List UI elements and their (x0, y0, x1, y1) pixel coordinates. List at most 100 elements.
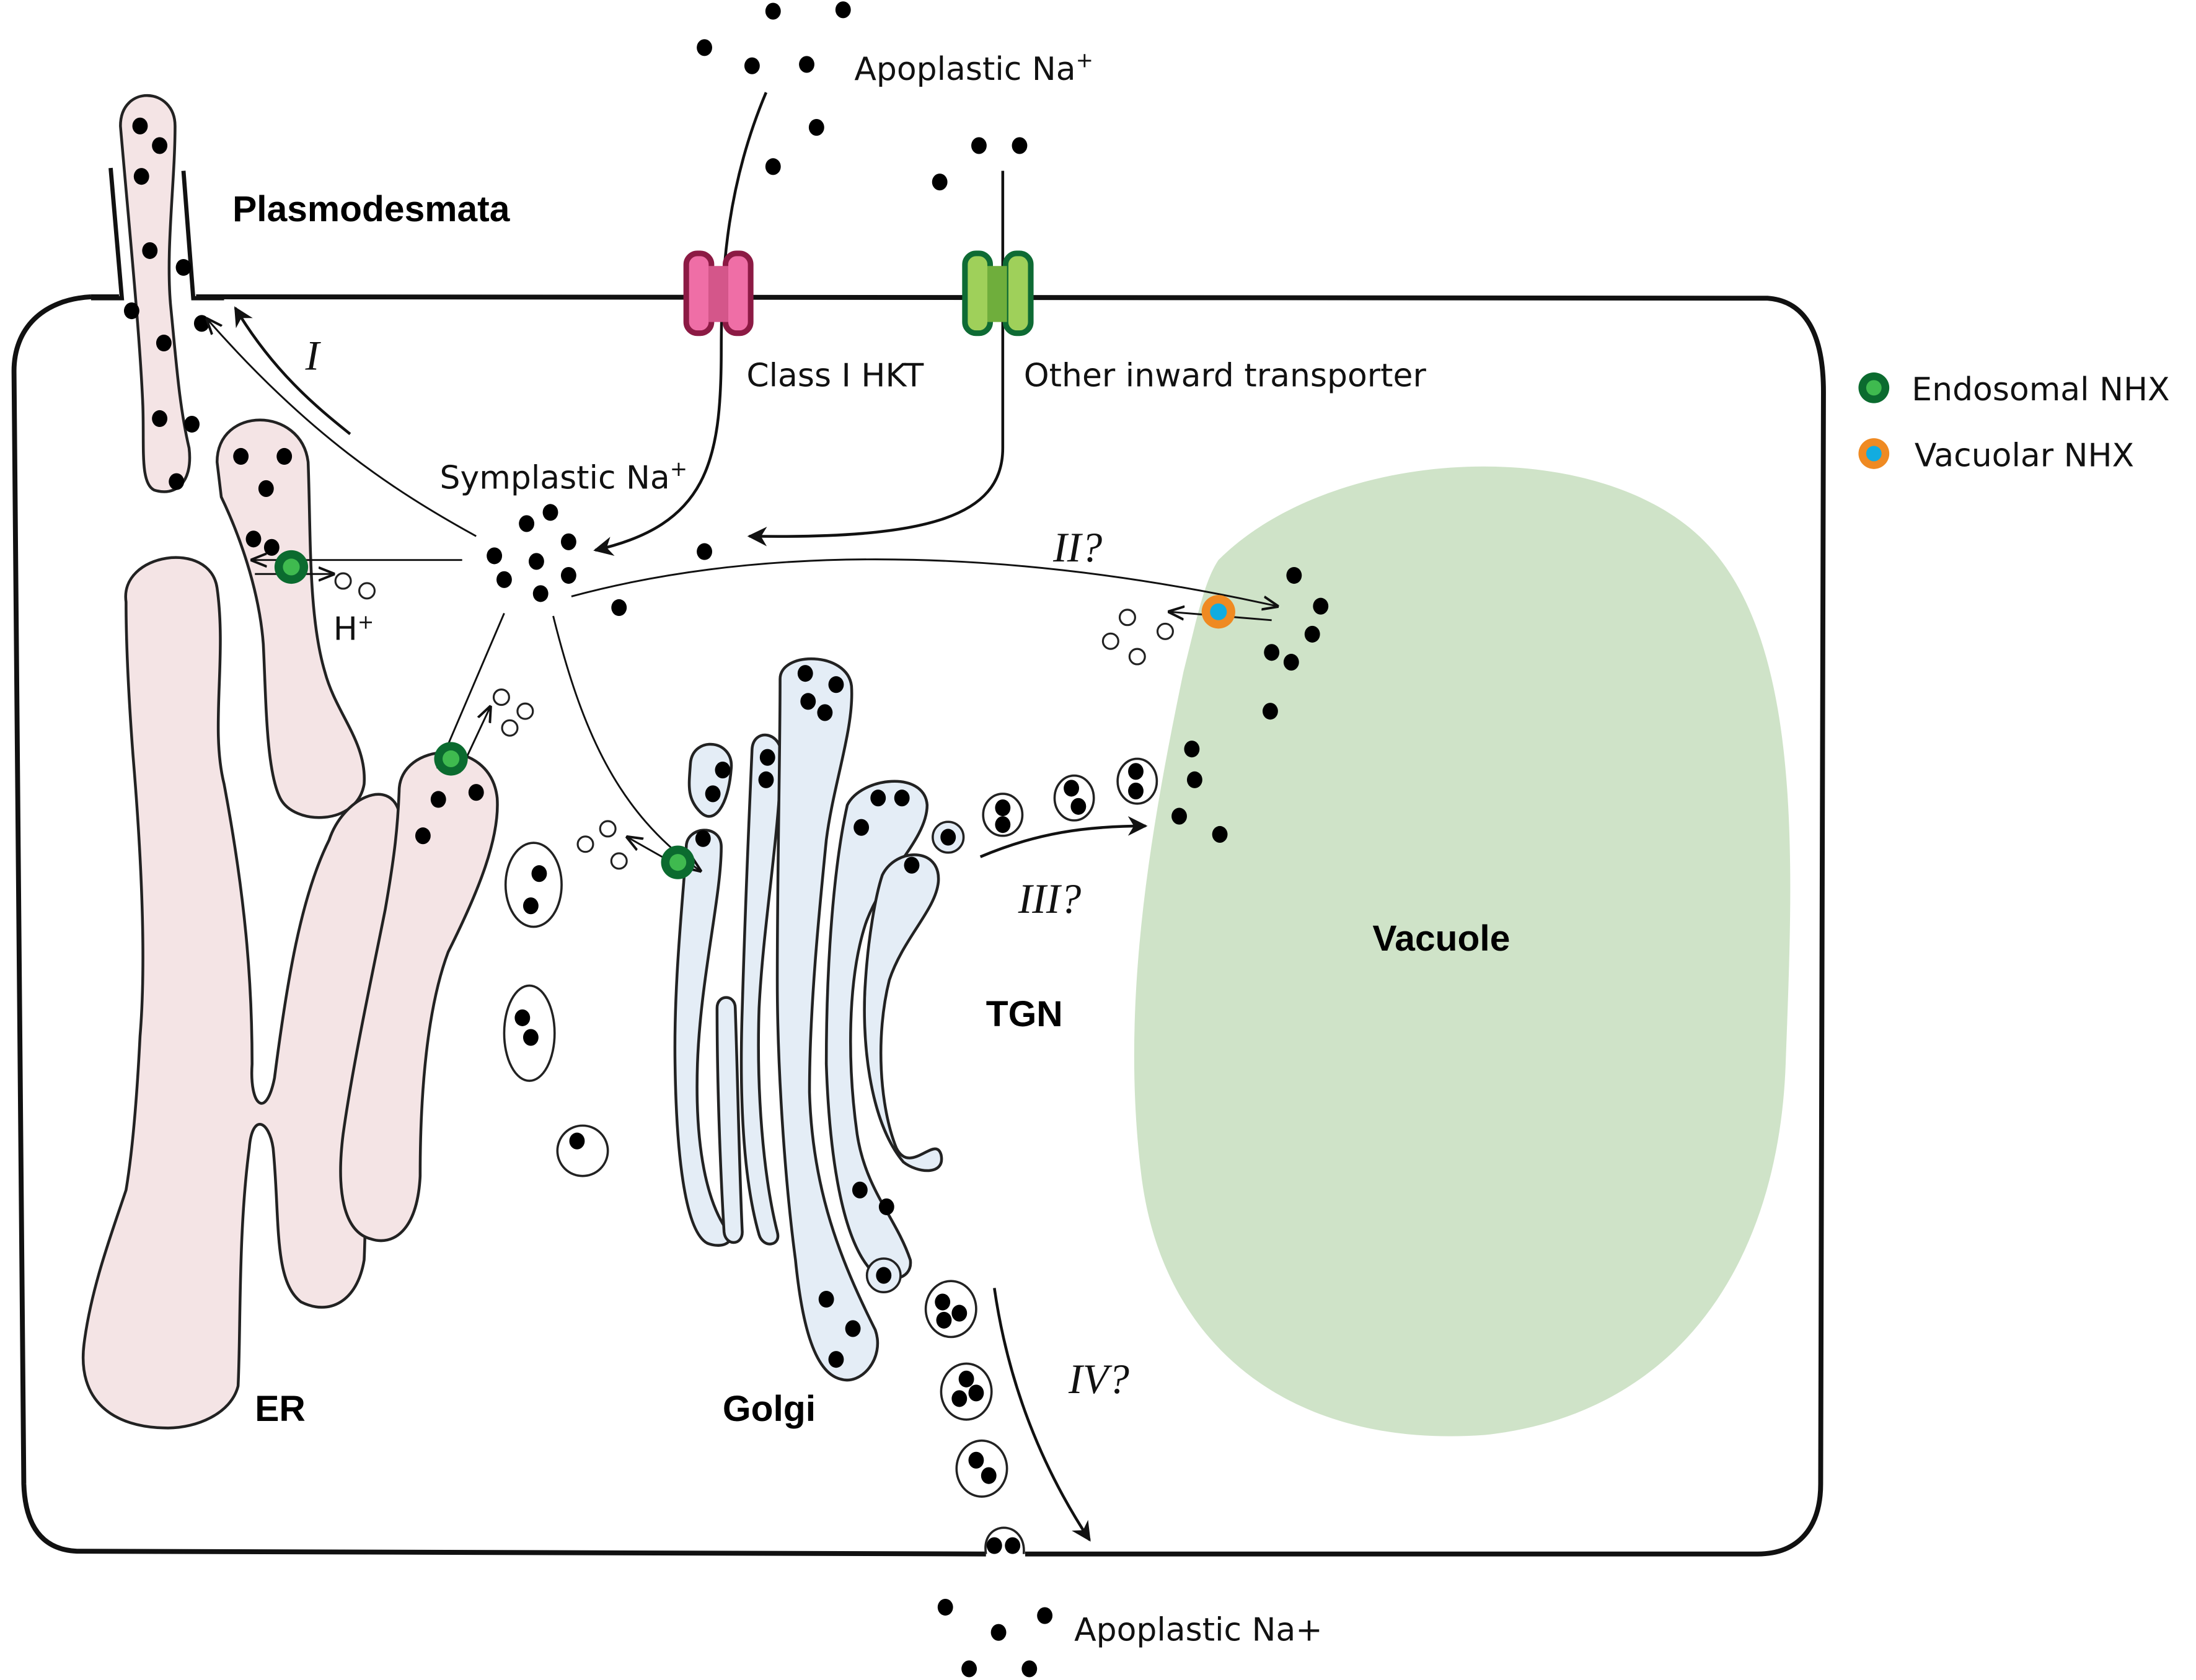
proton (576, 835, 594, 853)
sodium-ion (845, 1320, 861, 1337)
sodium-ion (981, 1467, 997, 1484)
sodium-ion (1184, 741, 1200, 758)
pathway-ii-label: II? (1052, 524, 1102, 571)
sodium-ion (1037, 1607, 1053, 1624)
sodium-ion (799, 56, 814, 73)
sodium-ion (1313, 597, 1329, 615)
er-branch-upper (215, 418, 366, 819)
sodium-ion (995, 799, 1011, 817)
pathway-ii-arrow (571, 558, 1277, 607)
protons (334, 572, 1174, 870)
sodium-ion (1005, 1537, 1021, 1554)
sodium-ion (759, 749, 775, 766)
sodium-ion (123, 302, 139, 320)
sodium-ion (468, 784, 484, 801)
sodium-ion (415, 827, 431, 845)
sodium-ion (430, 791, 446, 808)
vacuole (1134, 466, 1791, 1436)
apoplastic-bottom-label: Apoplastic Na+ (1074, 1612, 1323, 1649)
sodium-ion (245, 530, 262, 548)
sodium-ion (1304, 625, 1320, 643)
pathway-iii-label: III? (1018, 876, 1082, 922)
sodium-ion (542, 504, 558, 521)
sodium-ion (904, 856, 920, 874)
pathway-iv-arrow (993, 1288, 1091, 1542)
sodium-ion (1264, 644, 1280, 661)
legend-item-vacuolar-nhx: Vacuolar NHX (1858, 437, 2134, 474)
proton (1156, 622, 1174, 640)
sodium-ion (940, 829, 956, 846)
sodium-ion (611, 599, 627, 617)
sodium-ion (995, 816, 1011, 833)
sodium-ion (169, 473, 185, 490)
sodium-ion (765, 2, 781, 20)
pathway-i-label: I (305, 332, 322, 379)
class-i-hkt-label: Class I HKT (746, 358, 924, 395)
sodium-ion (1070, 798, 1087, 815)
hkt-arrow (593, 92, 768, 556)
sodium-ion (697, 543, 712, 560)
sodium-ion (519, 515, 535, 532)
sodium-ion (852, 1181, 868, 1198)
sodium-ion (560, 566, 576, 584)
plasmodesma-wall-left (90, 167, 125, 301)
sodium-ion (758, 771, 774, 788)
apoplastic-top-label: Apoplastic Na+ (854, 48, 1093, 87)
sodium-ions (123, 1, 1329, 1678)
sodium-ion (152, 410, 168, 428)
proton (1128, 648, 1146, 666)
proton (358, 582, 376, 600)
sodium-ion (828, 676, 844, 693)
vacuolar-nhx (1201, 595, 1235, 629)
sodium-ion (986, 1537, 1002, 1554)
sodium-ion (968, 1451, 984, 1469)
sodium-ion (276, 447, 293, 465)
other-inward-transporter-label: Other inward transporter (1024, 358, 1427, 395)
pathway-iii-arrow (979, 816, 1148, 858)
sodium-ion (853, 819, 870, 836)
vacuole-label: Vacuole (1372, 918, 1510, 959)
proton (516, 702, 534, 720)
sodium-ion (233, 447, 249, 465)
sodium-ion (528, 553, 544, 570)
other-transporter-arrow (747, 170, 1005, 547)
symplastic-label: Symplastic Na+ (440, 457, 688, 496)
sodium-ion (133, 168, 149, 185)
sodium-ion (560, 533, 576, 550)
sodium-ion (1064, 780, 1079, 797)
sodium-ion (523, 897, 539, 915)
sodium-ion (263, 539, 280, 556)
sodium-ion (876, 1267, 892, 1284)
sodium-ion (797, 665, 813, 682)
sodium-ion (1286, 566, 1302, 584)
er-branch-lower (339, 751, 499, 1242)
sodium-ion (828, 1351, 844, 1368)
legend-label: Endosomal NHX (1912, 371, 2169, 408)
sodium-ion (1283, 654, 1299, 671)
endosomal-nhx-golgi (661, 845, 695, 879)
sodium-ion (961, 1660, 977, 1678)
sodium-ion (531, 865, 547, 882)
sodium-ion (817, 704, 833, 721)
sodium-ion (715, 761, 731, 779)
pathway-i-arrow-inner (207, 319, 477, 537)
sodium-ion (1128, 782, 1144, 799)
sodium-ion (968, 1384, 984, 1402)
sodium-ion (258, 480, 274, 498)
sodium-ion (951, 1390, 968, 1407)
sodium-ion (835, 1, 851, 19)
proton (610, 852, 628, 870)
sodium-ion (697, 39, 712, 56)
proton (1118, 609, 1136, 627)
sodium-ion (705, 785, 721, 803)
golgi-label: Golgi (723, 1389, 816, 1429)
vesicles (503, 757, 1158, 1554)
proton (492, 688, 510, 706)
sodium-ion (932, 174, 948, 191)
proton (334, 572, 352, 590)
sodium-ion (1021, 1660, 1038, 1678)
tgn-label: TGN (986, 994, 1063, 1034)
sodium-ion (175, 258, 192, 276)
er-main (81, 556, 402, 1430)
